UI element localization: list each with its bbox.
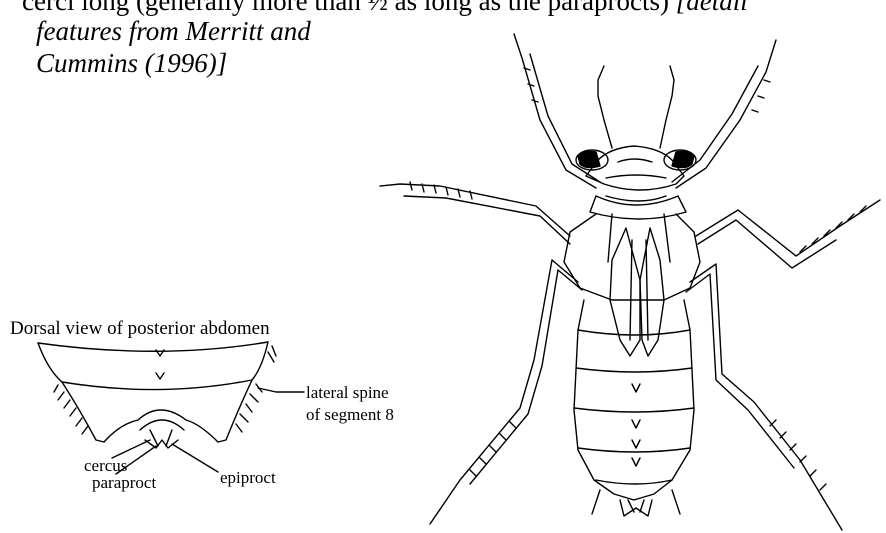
larva-drawing bbox=[380, 34, 880, 530]
inset-abdomen-drawing bbox=[38, 342, 304, 474]
